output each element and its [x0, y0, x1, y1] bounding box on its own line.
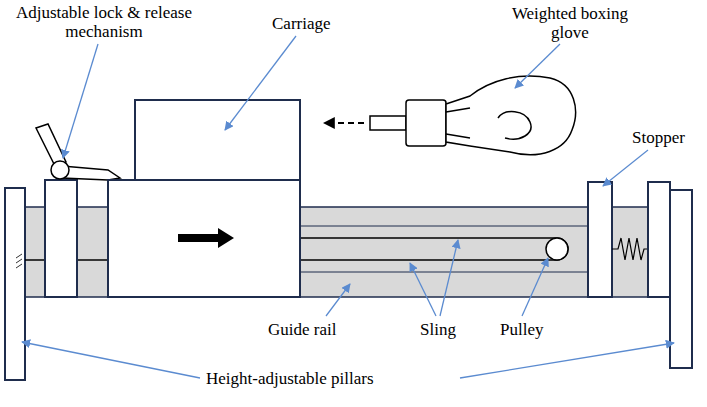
part-label: Pulley	[500, 320, 543, 339]
left-pillar	[5, 188, 25, 380]
leader-lines	[22, 36, 674, 378]
part-label: Guide rail	[268, 320, 336, 339]
spring	[612, 238, 648, 260]
motion-arrow	[178, 228, 234, 248]
boxing-glove	[370, 76, 576, 155]
rail-divider	[300, 272, 588, 273]
right-pillar	[670, 190, 692, 368]
part-label: Carriage	[272, 14, 331, 33]
carriage-lower	[108, 180, 300, 297]
release-latch	[62, 166, 120, 180]
lever-pivot	[51, 161, 69, 179]
sling-loop	[300, 238, 568, 260]
pulley	[546, 238, 568, 260]
rail-divider	[300, 226, 588, 227]
lock-support	[45, 180, 77, 297]
part-label: Height-adjustable pillars	[206, 369, 374, 388]
carriage-upper	[135, 100, 300, 180]
part-label: Sling	[420, 320, 456, 339]
part-label: Stopper	[632, 128, 685, 147]
part-label: Weighted boxing glove	[510, 4, 630, 42]
stopper	[588, 182, 612, 297]
right-rail-support	[648, 182, 670, 297]
insert-arrow	[324, 122, 364, 124]
part-label: Adjustable lock & release mechanism	[4, 3, 204, 41]
